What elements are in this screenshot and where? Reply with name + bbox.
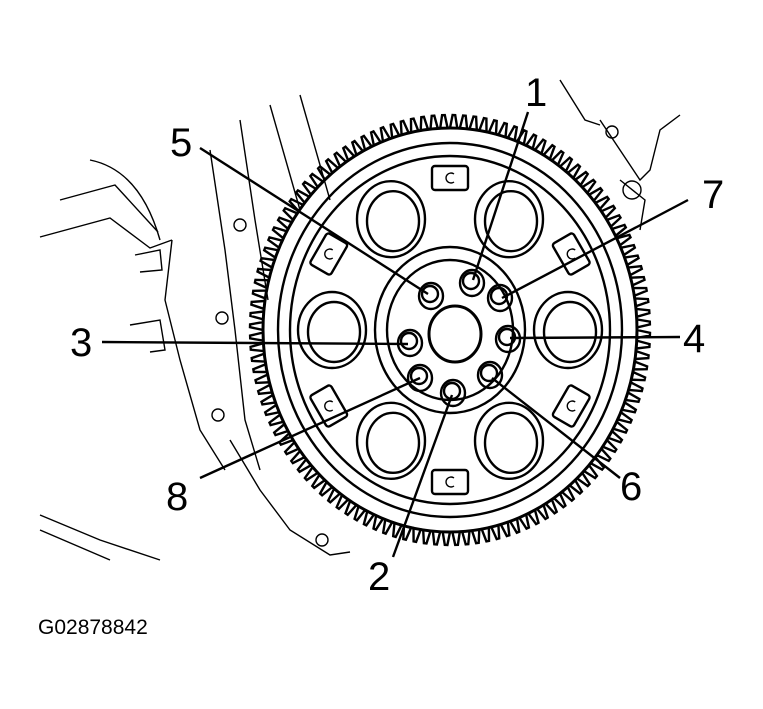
callout-7: 7 (702, 173, 724, 217)
pad (309, 384, 349, 428)
pad-mark (566, 248, 576, 260)
pad-mark (445, 476, 455, 488)
pad-mark (566, 400, 576, 412)
bolt-head (458, 268, 486, 298)
bolt-face (479, 363, 499, 383)
callout-8: 8 (166, 475, 188, 519)
pad-mark (324, 400, 334, 412)
flywheel-holes (296, 179, 604, 481)
callout-1: 1 (525, 71, 547, 115)
hole-inner (483, 189, 539, 253)
bolt-head (406, 363, 434, 393)
bolt-head (439, 378, 467, 408)
hole-outer (355, 179, 427, 259)
bolt-face (399, 331, 419, 351)
callout-6: 6 (620, 465, 642, 509)
hole-outer (355, 401, 427, 481)
hole-inner (306, 300, 362, 364)
leader-lines (101, 111, 689, 558)
bolt-head (476, 360, 504, 390)
callout-labels: 1 2 3 4 5 6 7 8 (70, 71, 724, 599)
callout-3: 3 (70, 321, 92, 365)
hole-inner (365, 411, 421, 475)
hole-outer (296, 290, 368, 370)
crankshaft-hub (427, 304, 483, 364)
hole-inner (365, 189, 421, 253)
pad (309, 232, 349, 276)
flywheel-plate (261, 126, 639, 534)
hole-outer (473, 179, 545, 259)
callout-2: 2 (368, 555, 390, 599)
bolt-head (417, 281, 445, 311)
engine-block-outline (39, 79, 681, 561)
callout-5: 5 (170, 121, 192, 165)
hole-inner (542, 300, 598, 364)
hole-inner (483, 411, 539, 475)
pad-mark (445, 172, 455, 184)
figure-code: G02878842 (38, 616, 148, 639)
bolt-face (420, 284, 440, 304)
hole-outer (473, 401, 545, 481)
ring-gear-teeth (248, 113, 652, 547)
bolt-face (442, 381, 462, 401)
pad (551, 384, 591, 428)
pad-mark (324, 248, 334, 260)
pad (430, 468, 470, 496)
bolt-face (409, 366, 429, 386)
pad (430, 164, 470, 192)
hole-outer (532, 290, 604, 370)
gear-tooth-outline (248, 113, 652, 547)
bolt-head (486, 283, 514, 313)
balance-pads (309, 164, 591, 496)
bolt-face (461, 271, 481, 291)
callout-4: 4 (683, 317, 705, 361)
pad (551, 232, 591, 276)
